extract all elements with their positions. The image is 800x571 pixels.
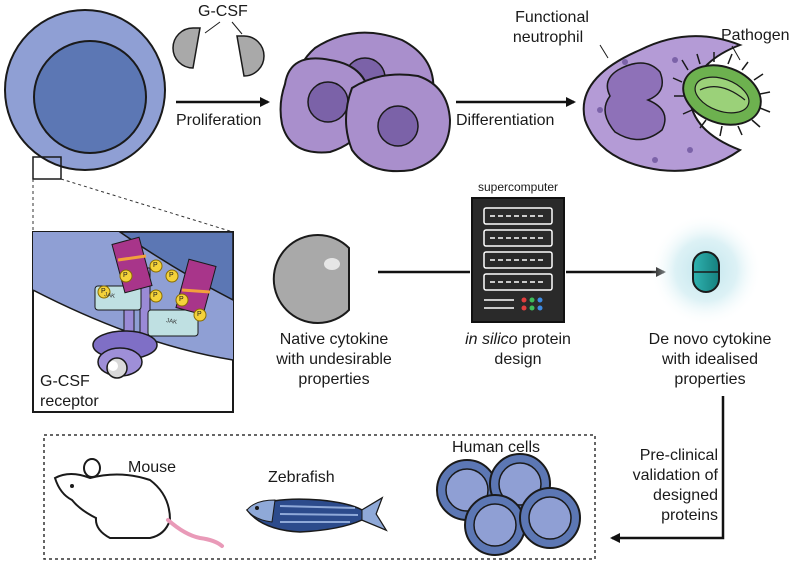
supercomputer (471, 197, 565, 323)
phospho-label-6: P (153, 292, 158, 299)
denovo-cytokine (650, 214, 762, 326)
pathogen (672, 45, 771, 137)
preclinical-label-1: Pre-clinical (639, 447, 718, 464)
denovo-label-3: properties (674, 371, 746, 388)
phospho-label-7: P (197, 311, 202, 318)
phospho-label-2: P (153, 262, 158, 269)
pathogen-label: Pathogen (721, 27, 790, 44)
functional-neutrophil-label-1: Functional (515, 9, 589, 26)
denovo-label-1: De novo cytokine (648, 331, 772, 348)
insilico-label-2: design (494, 351, 542, 368)
jak-label-2: JAK (165, 318, 178, 326)
denovo-label-2: with idealised (661, 351, 759, 368)
human-cells-label: Human cells (452, 439, 541, 456)
preclinical-label-3: designed (653, 487, 718, 504)
insilico-rest: protein (517, 331, 571, 348)
zebrafish-illustration (245, 496, 388, 533)
gcsf-molecule (172, 21, 265, 77)
supercomputer-label: supercomputer (477, 180, 559, 194)
phospho-label-3: P (169, 272, 174, 279)
native-label-2: with undesirable (276, 351, 392, 368)
native-label-1: Native cytokine (279, 331, 389, 348)
preclinical-label-4: proteins (661, 507, 718, 524)
mouse-label: Mouse (128, 459, 177, 476)
zebrafish-label: Zebrafish (268, 469, 335, 486)
phospho-label-5: P (101, 288, 106, 295)
zoom-lines (32, 178, 234, 233)
gcsf-label: G-CSF (198, 3, 248, 20)
preclinical-arrow (610, 396, 725, 543)
native-label-3: properties (298, 371, 370, 388)
proliferating-cells (279, 31, 452, 173)
stem-cell (4, 9, 166, 180)
phospho-label-4: P (179, 296, 184, 303)
functional-neutrophil-label-2: neutrophil (512, 29, 584, 46)
receptor-label-2: receptor (40, 393, 99, 410)
models-box (43, 434, 596, 560)
receptor-label-1: G-CSF (40, 373, 90, 390)
native-cytokine (272, 234, 350, 324)
phospho-label-1: P (123, 272, 128, 279)
receptor-inset (32, 231, 234, 413)
mouse-illustration (53, 458, 224, 548)
human-cells-illustration (436, 453, 581, 556)
insilico-label-1: in silico protein (465, 330, 571, 350)
differentiation-label: Differentiation (456, 112, 555, 129)
insilico-italic: in silico (465, 331, 518, 348)
proliferation-label: Proliferation (176, 112, 262, 129)
preclinical-label-2: validation of (632, 467, 718, 484)
